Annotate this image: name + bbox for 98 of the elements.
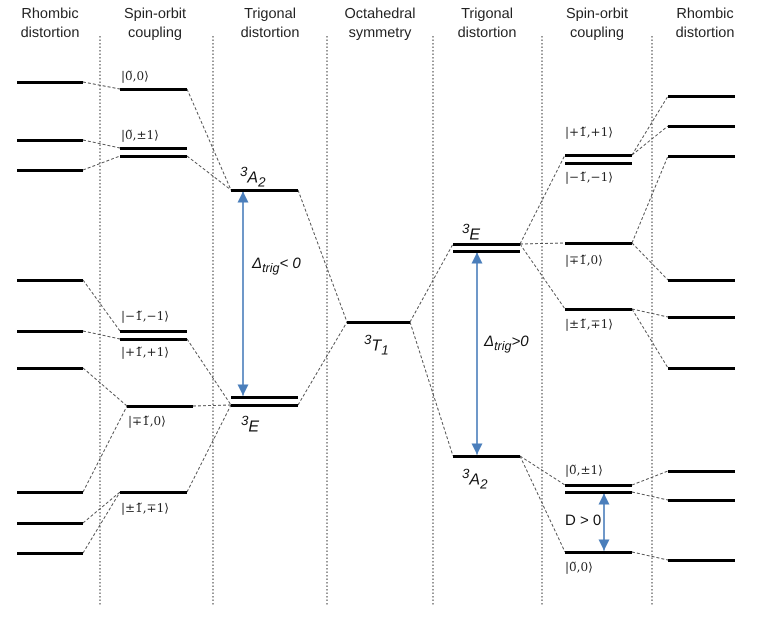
energy-level [120,146,187,150]
dashed-connector [186,404,232,492]
energy-level [127,404,193,408]
energy-level [668,558,735,562]
dashed-connector [82,406,128,492]
dashed-connector [410,322,454,456]
edge-label: Δ$_{trig}$< 0 [252,255,301,277]
energy-level [231,188,298,192]
dashed-connector [186,338,232,406]
energy-level [347,320,410,324]
dashed-connector [82,330,120,340]
state-label: |+1̃,+1⟩ [565,124,613,140]
energy-level [668,498,735,502]
term-symbol: $^{3}$E [241,412,260,438]
dashed-connector [632,242,668,280]
column-header: Rhombic distortion [20,5,80,43]
dashed-connector [632,156,668,244]
dashed-connector [632,308,668,368]
energy-level [668,278,735,282]
dashed-connector [520,242,566,244]
state-label: |0̃,±1⟩ [565,462,603,478]
energy-level [17,490,83,494]
column-header: Trigonal distortion [456,5,518,43]
term-symbol: $^{3}$T$_{1}$ [364,331,389,360]
term-symbol: $^{3}$A$_{2}$ [462,465,488,494]
dashed-connector [520,456,566,552]
energy-level [565,162,632,164]
energy-level [565,154,632,156]
energy-level [17,366,83,370]
state-label: |−1̃,−1⟩ [121,308,169,324]
dashed-connector [410,244,454,322]
term-symbol: $^{3}$E [462,220,480,246]
energy-level [17,168,83,172]
dashed-connector [520,244,566,310]
state-label: |∓1̃,0⟩ [128,413,166,429]
energy-level [565,490,632,494]
energy-level [120,88,187,90]
energy-level [120,338,187,340]
dashed-connector [632,470,668,486]
state-label: |0̃,±1⟩ [121,127,159,143]
column-header: Spin-orbit coupling [122,5,188,43]
dashed-connector [632,126,668,156]
energy-level [17,278,83,282]
state-label: |±1̃,∓1⟩ [121,500,169,516]
energy-level [668,94,735,98]
energy-level [231,396,298,398]
energy-level [565,242,632,244]
dashed-connector [82,82,120,90]
energy-level [453,250,520,252]
dashed-connector [82,156,120,170]
term-symbol: $^{3}$A$_{2}$ [240,163,266,192]
dashed-connector [632,96,668,156]
energy-level [17,80,83,84]
column-header: Rhombic distortion [674,5,736,43]
double-arrow [472,252,482,454]
dashed-connector [298,190,348,322]
energy-level [120,330,187,332]
state-label: |∓1̃,0⟩ [565,252,603,268]
state-label: |+1̃,+1⟩ [121,344,169,360]
column-header: Trigonal distortion [240,5,300,43]
energy-level [17,138,83,142]
column-header: Octahedral symmetry [344,5,416,43]
dashed-connector [632,492,668,500]
energy-level [120,154,187,158]
energy-level [17,330,83,332]
dashed-connector [82,492,120,554]
state-label: |±1̃,∓1⟩ [565,316,613,332]
energy-level [17,552,83,554]
dashed-connector [192,404,232,406]
double-arrow [598,494,610,550]
dashed-connector [632,552,668,560]
double-arrow [238,192,248,396]
dashed-connector [632,308,668,318]
energy-level [565,550,632,554]
energy-level [120,490,187,494]
state-label: |−1̃,−1⟩ [565,169,613,185]
energy-level [668,316,735,318]
edge-label: Δ$_{trig}$>0 [484,333,529,355]
state-label: |0̃,0⟩ [565,559,593,575]
energy-level [668,366,735,370]
dashed-connector [82,140,120,148]
energy-level [453,454,520,458]
dashed-connector [298,322,348,406]
energy-level [17,522,83,524]
energy-level [565,484,632,486]
state-label: |0̃,0⟩ [121,68,149,84]
energy-level [565,308,632,310]
dashed-connector [82,492,120,524]
dashed-connector [82,280,120,332]
energy-level [668,124,735,128]
energy-level [668,470,735,472]
column-header: Spin-orbit coupling [564,5,630,43]
energy-level [231,404,298,406]
dashed-connector [82,368,128,406]
energy-level [668,154,735,158]
dashed-connector [186,88,232,190]
energy-level [453,242,520,246]
dashed-connector [520,154,566,244]
